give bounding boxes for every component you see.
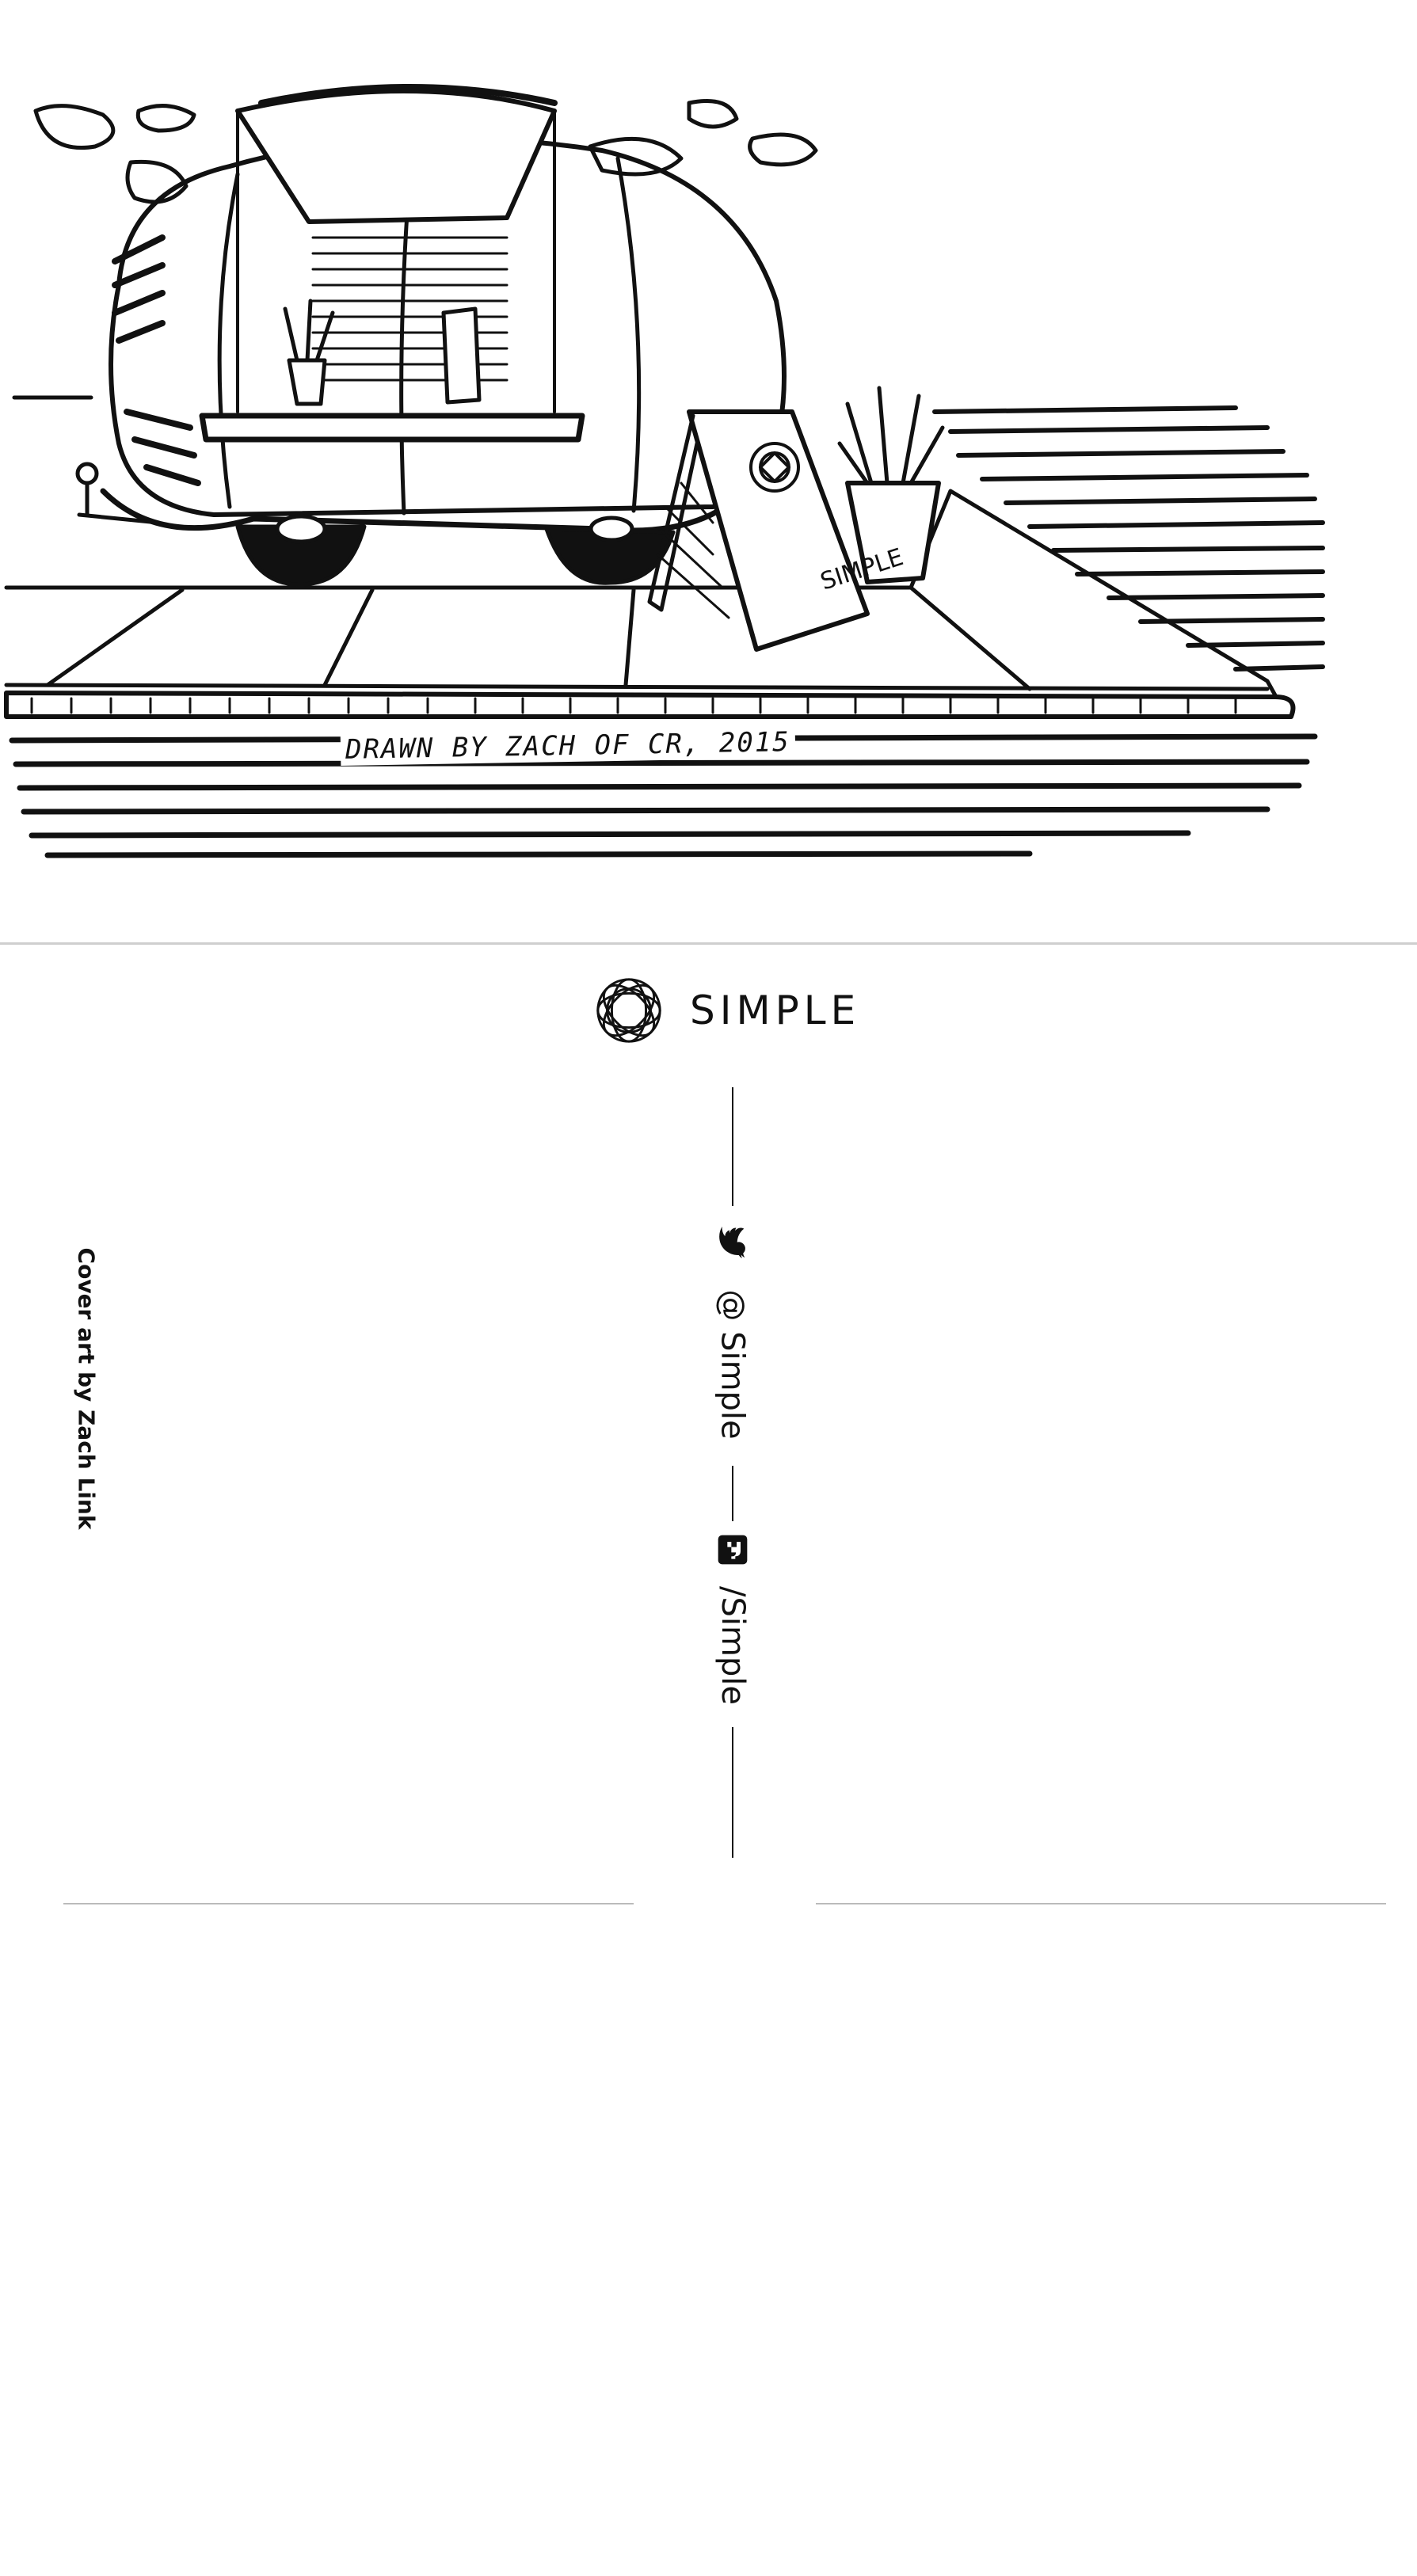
- brand-name: SIMPLE: [690, 987, 861, 1033]
- facebook-handle[interactable]: /Simple: [714, 1585, 751, 1706]
- social-column: @ Simple /Simple: [713, 1087, 752, 2576]
- card-divider: [0, 942, 1417, 945]
- cover-art-credit: Cover art by Zach Link: [73, 1247, 100, 1529]
- twitter-handle[interactable]: @ Simple: [714, 1289, 752, 1440]
- car-illustration: SIMPLE: [4, 84, 1325, 858]
- divider-line: [732, 1727, 733, 1858]
- brand-header: SIMPLE: [590, 972, 860, 1049]
- facebook-f-icon: [713, 1531, 752, 1569]
- bottom-edge-line: [63, 1903, 634, 1904]
- simple-logo-icon: [596, 978, 661, 1043]
- divider-line: [732, 1466, 733, 1521]
- bottom-edge-line: [816, 1903, 1386, 1904]
- postcard-back: SIMPLE @ Simple /Simple Cover art by Zac…: [0, 945, 1417, 1913]
- divider-line: [732, 1087, 733, 1206]
- twitter-bird-icon: [713, 1219, 752, 1266]
- postcard-front: SIMPLE DRAWN BY ZACH OF CR, 2015: [0, 0, 1417, 942]
